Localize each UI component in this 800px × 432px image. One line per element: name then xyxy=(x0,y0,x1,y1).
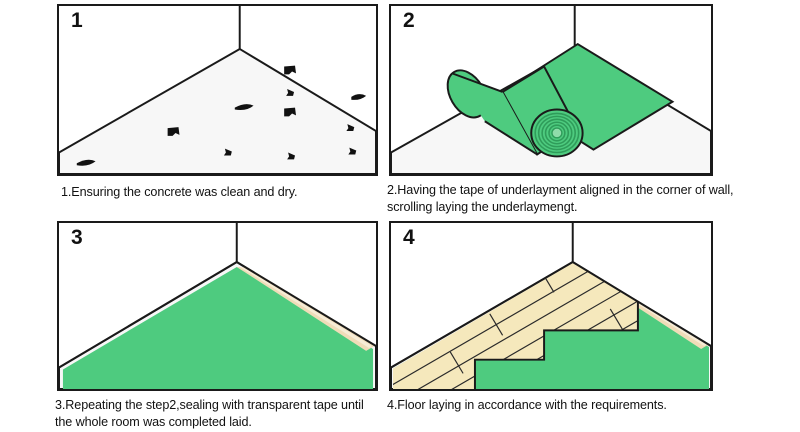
panel-4-illustration xyxy=(391,223,711,389)
debris-item xyxy=(284,107,297,117)
concrete-floor xyxy=(59,47,376,174)
panel-1-illustration xyxy=(59,6,376,174)
panel-1-number: 1 xyxy=(71,9,83,32)
panel-1-caption: 1.Ensuring the concrete was clean and dr… xyxy=(61,185,298,199)
debris-item xyxy=(286,89,295,96)
panel-2: 2 2.Having the tape of underlayment alig… xyxy=(387,4,734,216)
underlayment-coverage xyxy=(62,266,374,389)
panel-2-number: 2 xyxy=(403,9,415,32)
panel-4-caption: 4.Floor laying in accordance with the re… xyxy=(387,398,667,412)
panel-2-illustration xyxy=(391,6,711,174)
panel-3-illustration xyxy=(59,223,376,389)
panel-2-caption: 2.Having the tape of underlayment aligne… xyxy=(387,183,734,214)
debris-item xyxy=(167,127,180,136)
plank-field-edge xyxy=(473,302,639,389)
panel-1-scene xyxy=(59,6,376,174)
spiral-core xyxy=(551,127,563,139)
floor-edge-outline xyxy=(59,260,376,369)
panel-4: 4 4.Floor laying in accordance with the … xyxy=(387,221,713,431)
sealing-tape-highlight xyxy=(239,266,373,348)
roll-bottom-edge xyxy=(484,120,538,156)
roll-top-edge xyxy=(451,72,503,93)
roll-spiral-group xyxy=(530,108,584,158)
panel-4-number: 4 xyxy=(403,226,415,249)
floor-edge-outline xyxy=(391,260,711,369)
panel-2-frame: 2 xyxy=(389,4,713,176)
roll-body-fill xyxy=(452,73,538,155)
panel-3-frame: 3 xyxy=(57,221,378,391)
debris-item xyxy=(234,104,254,111)
panel-1: 1 1.Ensuring the concrete was clean and … xyxy=(57,4,378,216)
debris-item xyxy=(287,152,296,160)
debris-item xyxy=(351,94,367,100)
panel-3: 3 3.Repeating the step2,sealing with tra… xyxy=(55,221,378,431)
panel-3-number: 3 xyxy=(71,226,83,249)
panel-4-scene xyxy=(391,223,711,389)
debris-item xyxy=(223,148,232,156)
panel-3-scene xyxy=(59,223,376,389)
debris-item xyxy=(348,147,357,155)
debris-item xyxy=(76,159,96,166)
panel-1-frame: 1 xyxy=(57,4,378,176)
panel-2-scene xyxy=(391,6,711,174)
panel-4-frame: 4 xyxy=(389,221,713,391)
debris-item xyxy=(346,124,355,132)
debris-group xyxy=(76,65,367,166)
debris-item xyxy=(284,65,297,75)
panel-3-caption: 3.Repeating the step2,sealing with trans… xyxy=(55,398,364,429)
spiral-rings xyxy=(534,112,580,154)
